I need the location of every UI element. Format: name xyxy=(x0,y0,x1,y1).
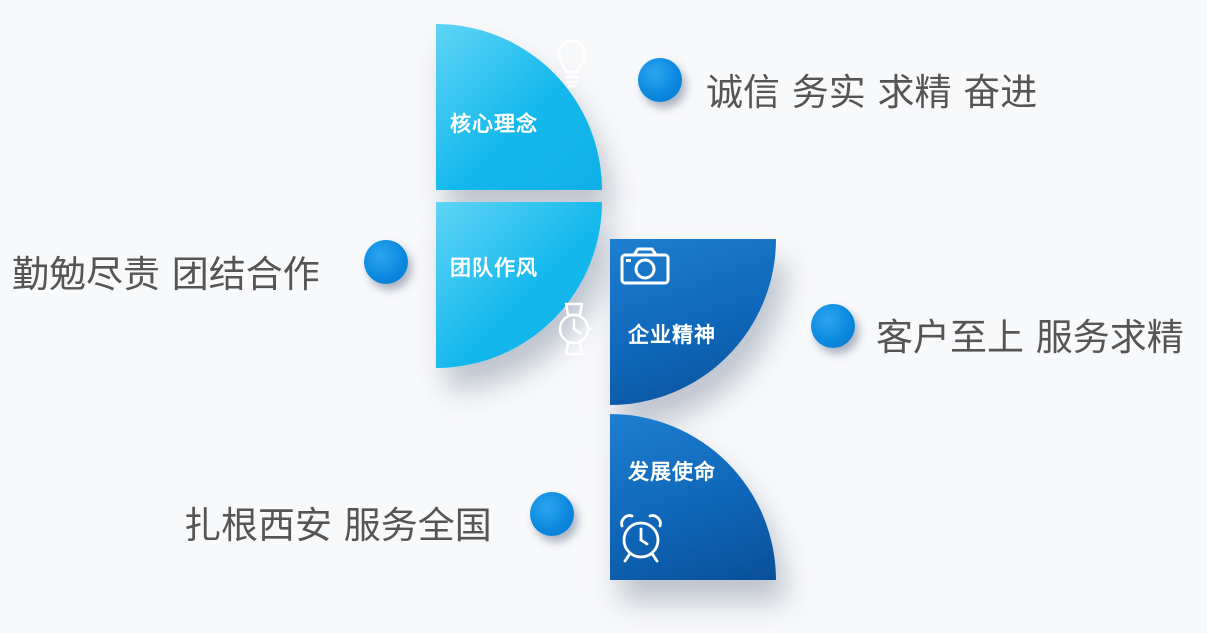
development-mission-description: 扎根西安 服务全国 xyxy=(184,504,492,547)
leaf-core-concept: 核心理念 xyxy=(436,24,602,190)
bullet-dot xyxy=(811,304,855,348)
leaf-label: 发展使命 xyxy=(628,460,716,484)
core-concept-description: 诚信 务实 求精 奋进 xyxy=(706,71,1038,114)
camera-icon xyxy=(620,247,670,290)
leaf-label: 企业精神 xyxy=(628,323,716,347)
leaf-team-style: 团队作风 xyxy=(436,202,602,368)
bullet-dot xyxy=(364,240,408,284)
leaf-enterprise-spirit: 企业精神 xyxy=(610,239,776,405)
team-style-description: 勤勉尽责 团结合作 xyxy=(12,253,320,296)
leaf-development-mission: 发展使命 xyxy=(610,414,776,580)
leaf-label: 团队作风 xyxy=(450,256,538,280)
bullet-dot xyxy=(530,492,574,536)
enterprise-spirit-description: 客户至上 服务求精 xyxy=(876,316,1184,359)
bullet-dot xyxy=(638,58,682,102)
watch-icon xyxy=(554,300,594,363)
alarm-clock-icon xyxy=(618,512,664,569)
lightbulb-icon xyxy=(556,38,588,95)
leaf-label: 核心理念 xyxy=(450,112,538,136)
